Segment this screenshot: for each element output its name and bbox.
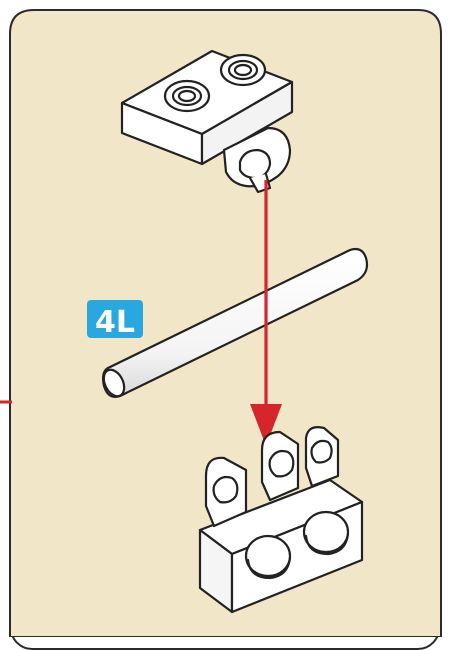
- part-length-label: 4L: [95, 305, 135, 340]
- part-length-badge: 4L: [87, 300, 143, 340]
